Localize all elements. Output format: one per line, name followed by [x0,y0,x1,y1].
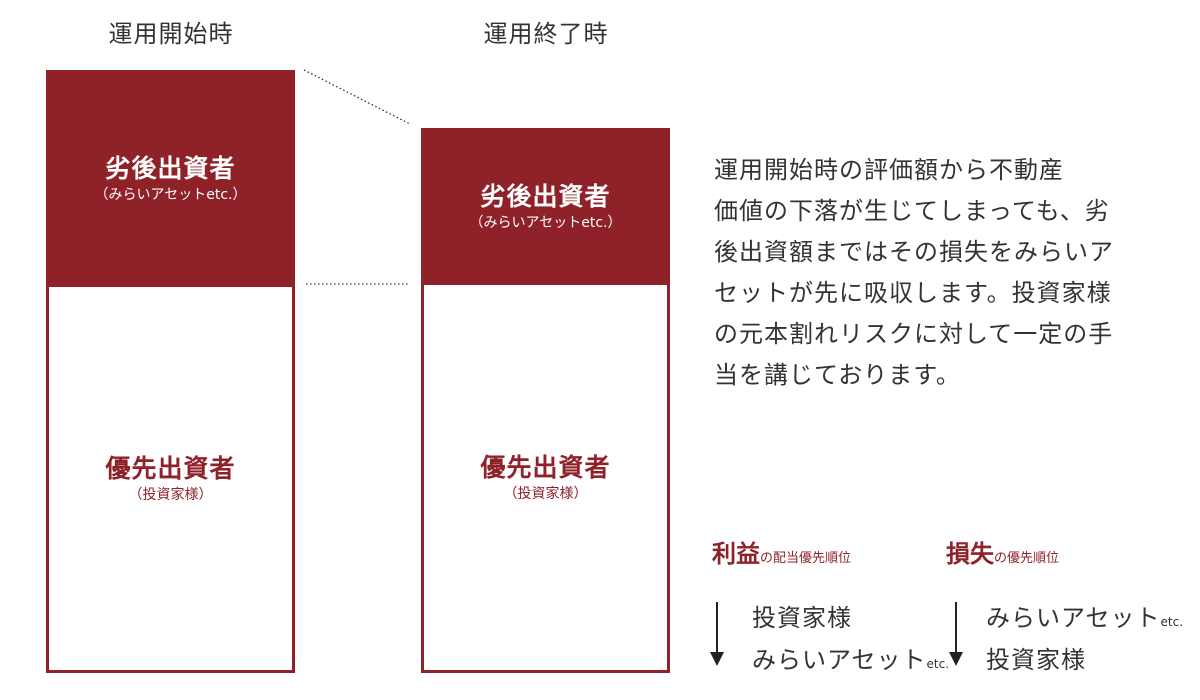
end-senior-label: 優先出資者 [480,452,611,482]
description-line: 運用開始時の評価額から不動産 [714,156,1064,184]
description-line: の元本割れリスクに対して一定の手 [714,320,1114,348]
start-subordinated-section: 劣後出資者 （みらいアセットetc.） [46,70,295,287]
profit-second-suffix: etc. [926,657,950,671]
loss-heading-small: の優先順位 [994,551,1060,566]
profit-second-item: みらいアセットetc. [752,640,949,675]
start-column-title: 運用開始時 [108,20,234,48]
loss-heading-strong: 損失 [946,540,994,568]
loss-second-item: 投資家様 [986,646,1086,674]
description-line: 価値の下落が生じてしまっても、劣 [714,197,1110,225]
loss-first-label: みらいアセット [986,604,1161,632]
description-text: 運用開始時の評価額から不動産 価値の下落が生じてしまっても、劣 後出資額まではそ… [714,150,1154,396]
description-line: セットが先に吸収します。投資家様 [714,279,1112,307]
top-dotted-connector [303,69,411,125]
start-subordinated-sublabel: （みらいアセットetc.） [94,186,247,203]
end-capital-box: 劣後出資者 （みらいアセットetc.） 優先出資者 （投資家様） [421,128,670,673]
loss-priority-heading: 損失の優先順位 [946,534,1059,569]
profit-heading-strong: 利益 [712,540,760,568]
start-senior-sublabel: （投資家様） [128,486,213,503]
end-senior-section: 優先出資者 （投資家様） [424,285,667,670]
end-column-title: 運用終了時 [483,20,609,48]
profit-second-label: みらいアセット [752,646,927,674]
profit-down-arrow-icon [710,602,724,666]
end-subordinated-sublabel: （みらいアセットetc.） [469,214,622,231]
start-subordinated-label: 劣後出資者 [105,153,236,183]
profit-priority-heading: 利益の配当優先順位 [712,534,851,569]
end-senior-sublabel: （投資家様） [503,485,588,502]
profit-first-item: 投資家様 [752,604,852,632]
start-senior-section: 優先出資者 （投資家様） [49,287,292,670]
loss-down-arrow-icon [949,602,963,666]
description-line: 後出資額まではその損失をみらいア [714,238,1114,266]
loss-first-item: みらいアセットetc. [986,598,1183,633]
start-capital-box: 劣後出資者 （みらいアセットetc.） 優先出資者 （投資家様） [46,70,295,673]
loss-first-suffix: etc. [1160,615,1184,629]
description-line: 当を講じております。 [714,361,961,389]
end-subordinated-label: 劣後出資者 [480,181,611,211]
end-subordinated-section: 劣後出資者 （みらいアセットetc.） [421,128,670,285]
middle-dotted-connector [306,283,410,285]
start-senior-label: 優先出資者 [105,453,236,483]
profit-heading-small: の配当優先順位 [760,551,852,566]
